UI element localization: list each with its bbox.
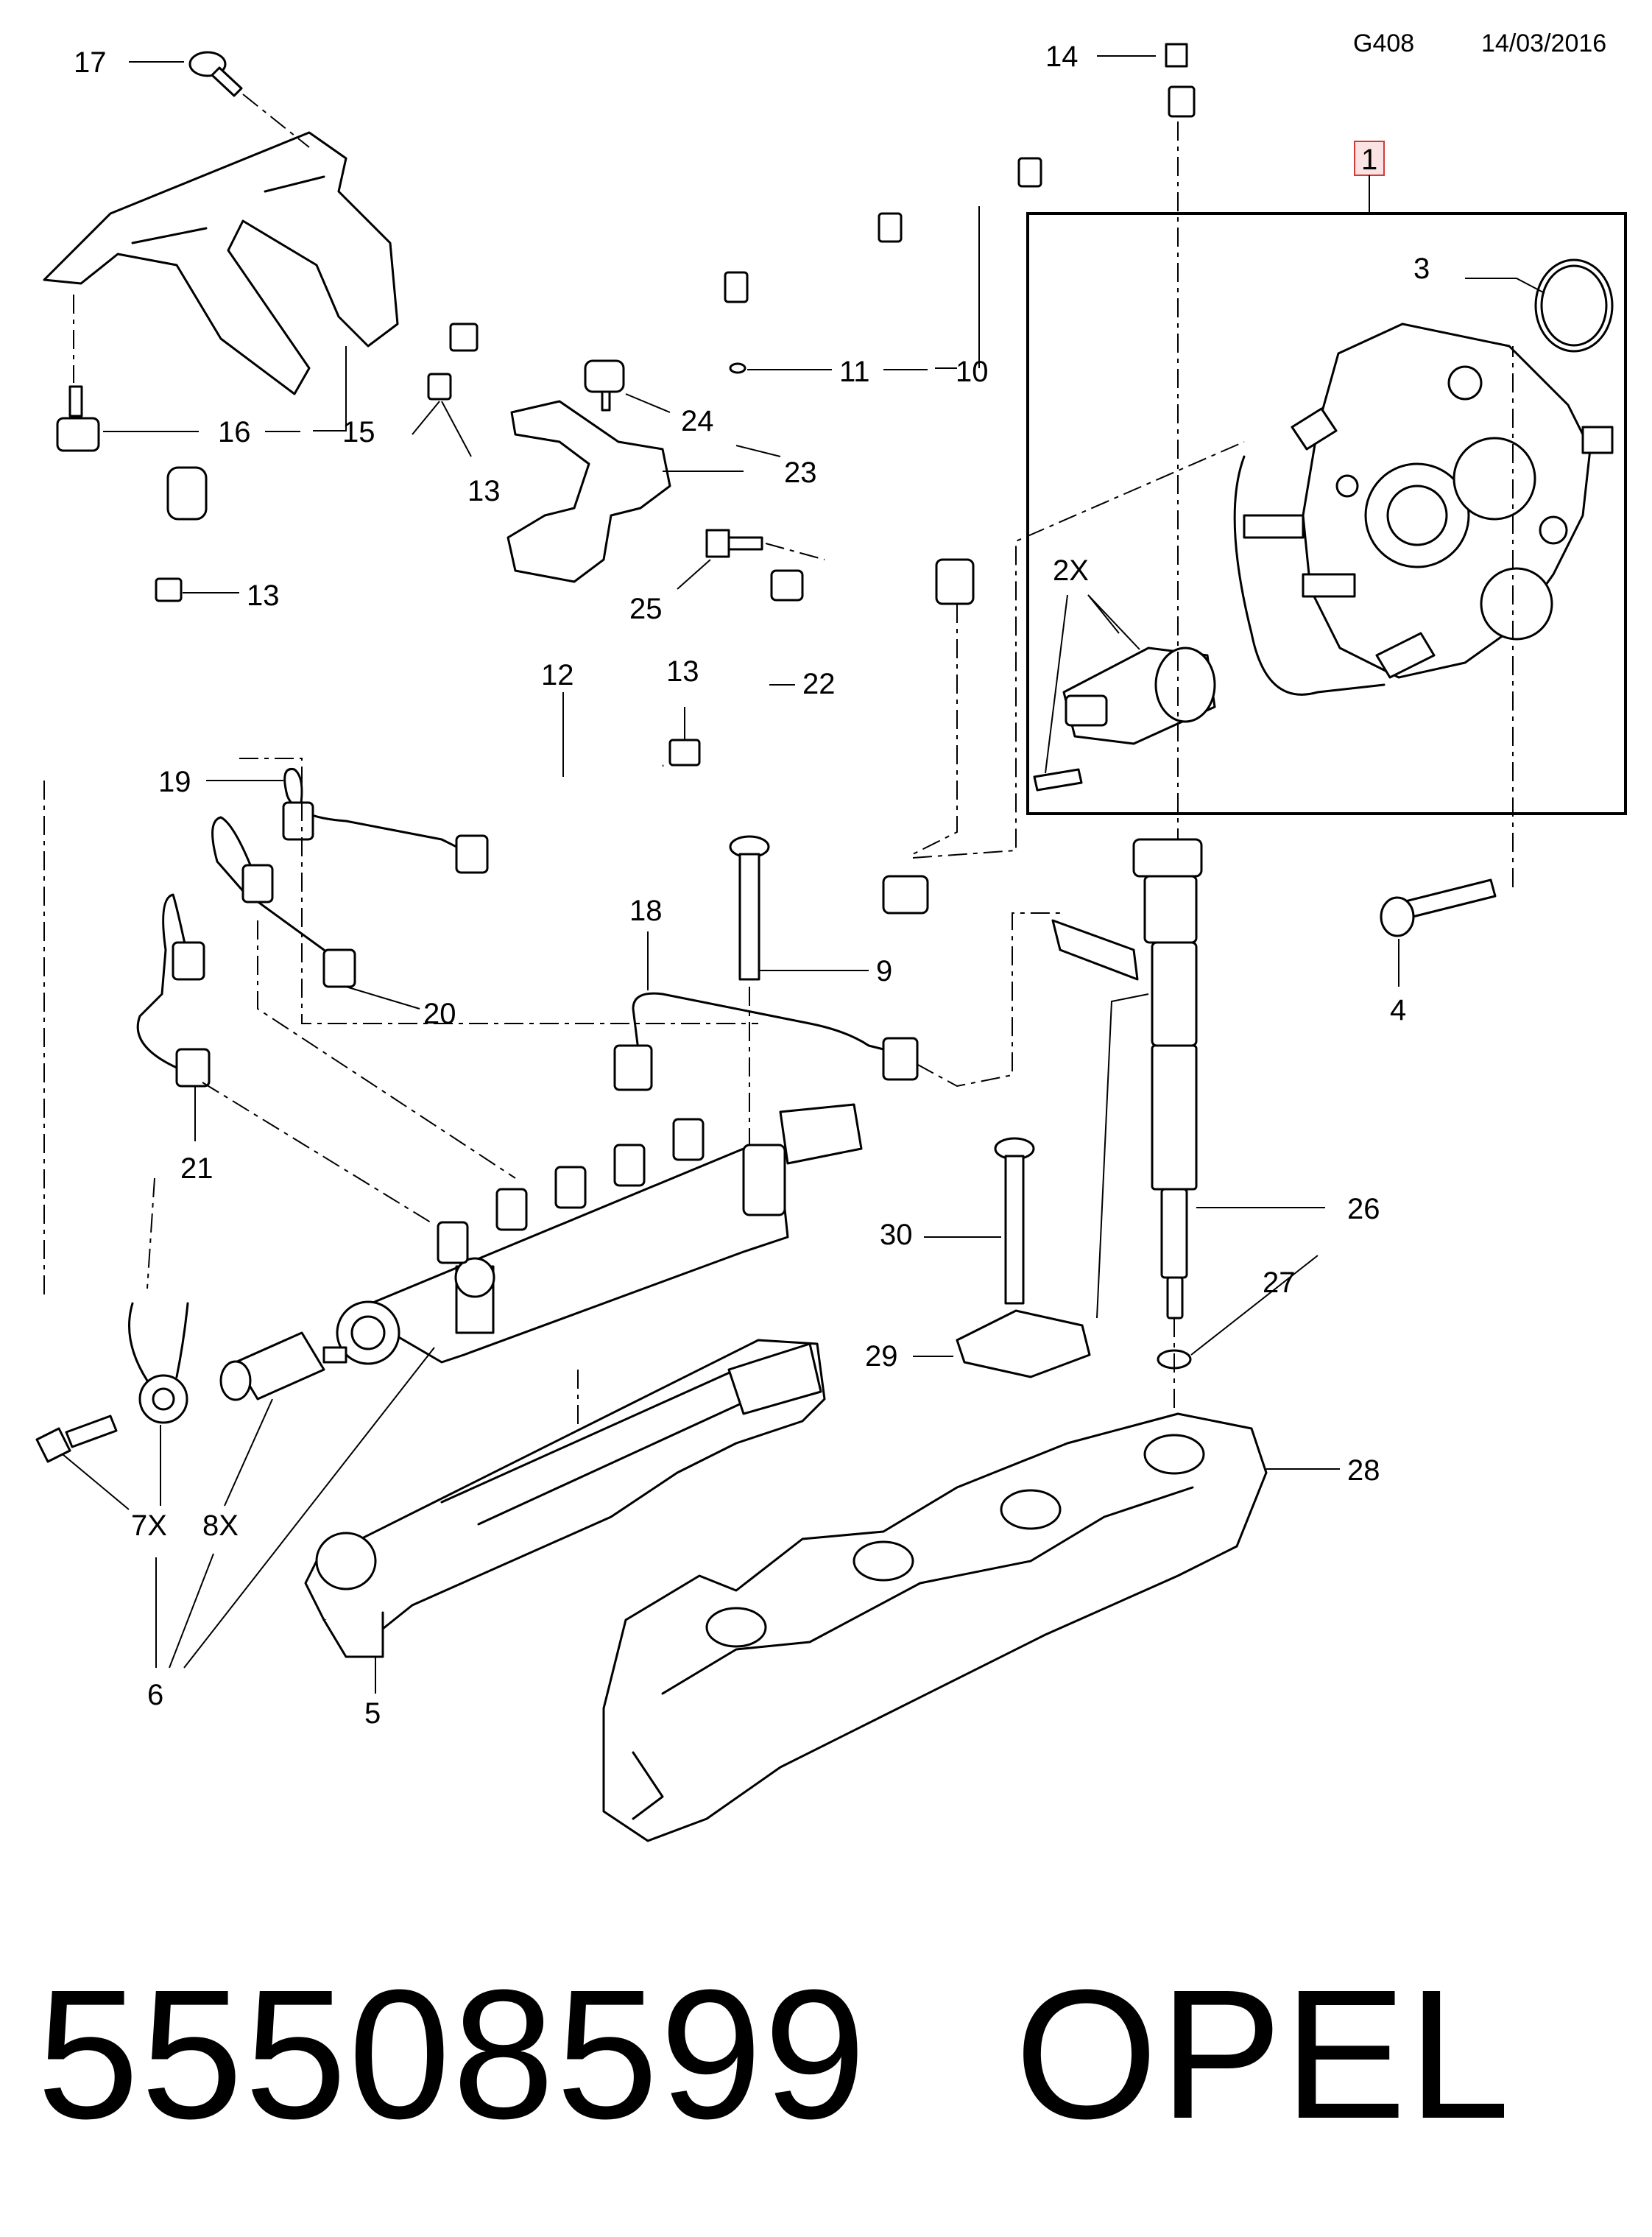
callout-13-b: 13 — [247, 579, 280, 612]
part-number-footer: 55508599 OPEL — [37, 1944, 1511, 2165]
pump-assembly-group: 1 3 2X — [1026, 141, 1627, 815]
callout-1: 1 — [1361, 144, 1377, 176]
clip-16[interactable] — [56, 385, 100, 452]
injector-line-21[interactable] — [136, 893, 211, 1088]
callout-25: 25 — [629, 593, 663, 625]
fuel-injector-26[interactable] — [1051, 838, 1203, 1320]
callout-5: 5 — [364, 1697, 381, 1730]
callout-26: 26 — [1347, 1193, 1380, 1225]
clip-24[interactable] — [584, 359, 625, 412]
pressure-control-valve[interactable] — [1033, 647, 1216, 792]
diagram-date: 14/03/2016 — [1481, 29, 1606, 57]
injector-line-20[interactable] — [211, 816, 356, 988]
callout-17: 17 — [74, 46, 107, 79]
callout-24: 24 — [681, 405, 714, 437]
injector-clamp-29[interactable] — [956, 1309, 1091, 1378]
callout-23: 23 — [784, 457, 817, 489]
callout-27: 27 — [1263, 1267, 1296, 1299]
diagram-code: G408 — [1353, 29, 1414, 57]
rail-bolt-9[interactable] — [729, 835, 770, 981]
callout-28: 28 — [1347, 1454, 1380, 1487]
rail-cover-5[interactable] — [304, 1339, 826, 1658]
clip-13-a[interactable] — [427, 373, 452, 401]
callout-3: 3 — [1413, 253, 1430, 285]
clip-14[interactable] — [1165, 43, 1188, 68]
callout-30: 30 — [880, 1219, 913, 1251]
banjo-union-6[interactable] — [128, 1302, 189, 1424]
pump-assembly-frame — [1026, 212, 1627, 815]
clip-13-b[interactable] — [155, 577, 183, 602]
callout-22: 22 — [802, 668, 836, 700]
callout-19: 19 — [158, 766, 191, 798]
high-pressure-pump[interactable] — [1243, 323, 1614, 679]
callout-13-a: 13 — [467, 475, 501, 507]
cylinder-head-cover-28[interactable] — [602, 1412, 1268, 1842]
callout-13-c: 13 — [666, 655, 699, 688]
part-number: 55508599 — [37, 1951, 868, 2157]
bracket-15[interactable] — [43, 131, 399, 395]
callout-21: 21 — [180, 1152, 213, 1185]
exploded-parts-diagram: G408 14/03/2016 1 3 — [32, 29, 1627, 1842]
callout-10: 10 — [956, 356, 989, 388]
bracket-23[interactable] — [506, 400, 671, 583]
callout-6: 6 — [147, 1679, 163, 1711]
callout-16: 16 — [218, 416, 251, 448]
brand-name: OPEL — [1014, 1951, 1512, 2157]
union-8x[interactable] — [219, 1331, 347, 1401]
injector-line-19[interactable] — [282, 767, 489, 874]
leak-off-line-12[interactable] — [32, 466, 664, 795]
fuel-return-line-10[interactable] — [449, 85, 1196, 352]
callout-18: 18 — [629, 895, 663, 927]
injector-line-18[interactable] — [613, 992, 919, 1091]
bolt-25[interactable] — [705, 529, 763, 558]
callout-14: 14 — [1045, 40, 1079, 73]
clamp-bolt-30[interactable] — [994, 1137, 1035, 1305]
clip-13-c[interactable] — [668, 739, 701, 767]
callout-11: 11 — [839, 356, 870, 388]
callout-8x: 8X — [202, 1509, 239, 1542]
callout-4: 4 — [1390, 994, 1406, 1026]
callout-7x: 7X — [131, 1509, 167, 1542]
fuel-pipe-22[interactable] — [763, 479, 975, 915]
callout-15: 15 — [342, 416, 375, 448]
bolt-17[interactable] — [188, 51, 243, 97]
callout-12: 12 — [541, 659, 574, 691]
callout-2x: 2X — [1053, 554, 1089, 587]
callout-29: 29 — [865, 1340, 898, 1373]
callout-9: 9 — [876, 955, 892, 987]
banjo-bolt-7x[interactable] — [35, 1415, 118, 1463]
seal-ring-3[interactable] — [1534, 258, 1614, 353]
callout-20: 20 — [423, 998, 456, 1030]
pump-bolt-4[interactable] — [1380, 878, 1497, 937]
fuel-rail[interactable] — [336, 1103, 863, 1365]
